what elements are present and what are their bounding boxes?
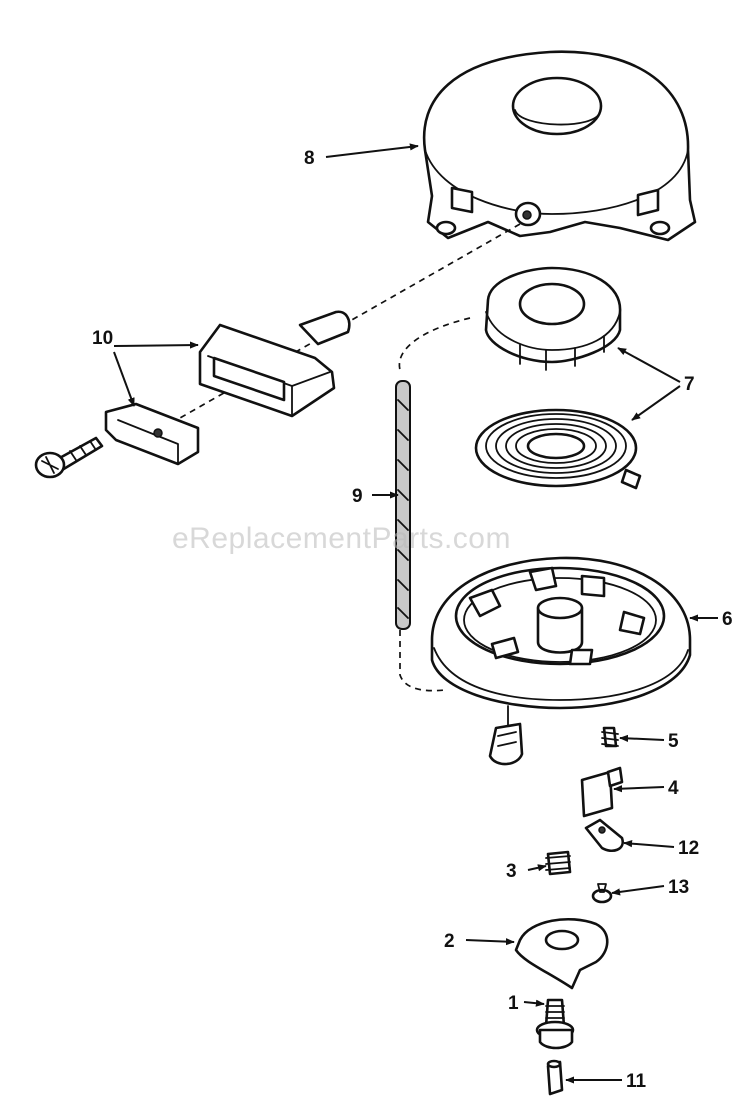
spring-cover: [484, 266, 622, 371]
brake-spring: [545, 850, 572, 876]
starter-rope: [395, 380, 411, 630]
pawl-spring: [601, 726, 619, 748]
brake-plate: [514, 917, 609, 990]
callout-5: 5: [668, 731, 679, 752]
watermark: eReplacementParts.com: [172, 522, 511, 555]
callout-8: 8: [304, 148, 315, 169]
callout-6: 6: [722, 609, 733, 630]
pulley-retainer-screw: [488, 705, 524, 766]
callout-13: 13: [668, 877, 689, 898]
roll-pin: [546, 1059, 564, 1096]
starter-handle: [198, 310, 351, 418]
callout-7: 7: [684, 374, 695, 395]
pawl: [580, 766, 624, 818]
callout-11: 11: [626, 1071, 647, 1092]
callout-2: 2: [444, 931, 455, 952]
handle-screw: [34, 436, 104, 479]
callout-3: 3: [506, 861, 517, 882]
callout-1: 1: [508, 993, 519, 1014]
leader-lines: [113, 143, 718, 1084]
rewind-spring: [474, 408, 642, 490]
pawl-link: [584, 818, 624, 852]
callout-10: 10: [92, 328, 113, 349]
starter-housing: [422, 50, 697, 242]
center-screw: [535, 998, 575, 1050]
callout-12: 12: [678, 838, 699, 859]
starter-pulley: [430, 556, 692, 710]
handle-insert: [104, 402, 200, 466]
callout-4: 4: [668, 778, 679, 799]
pawl-screw: [591, 883, 613, 904]
callout-9: 9: [352, 486, 363, 507]
